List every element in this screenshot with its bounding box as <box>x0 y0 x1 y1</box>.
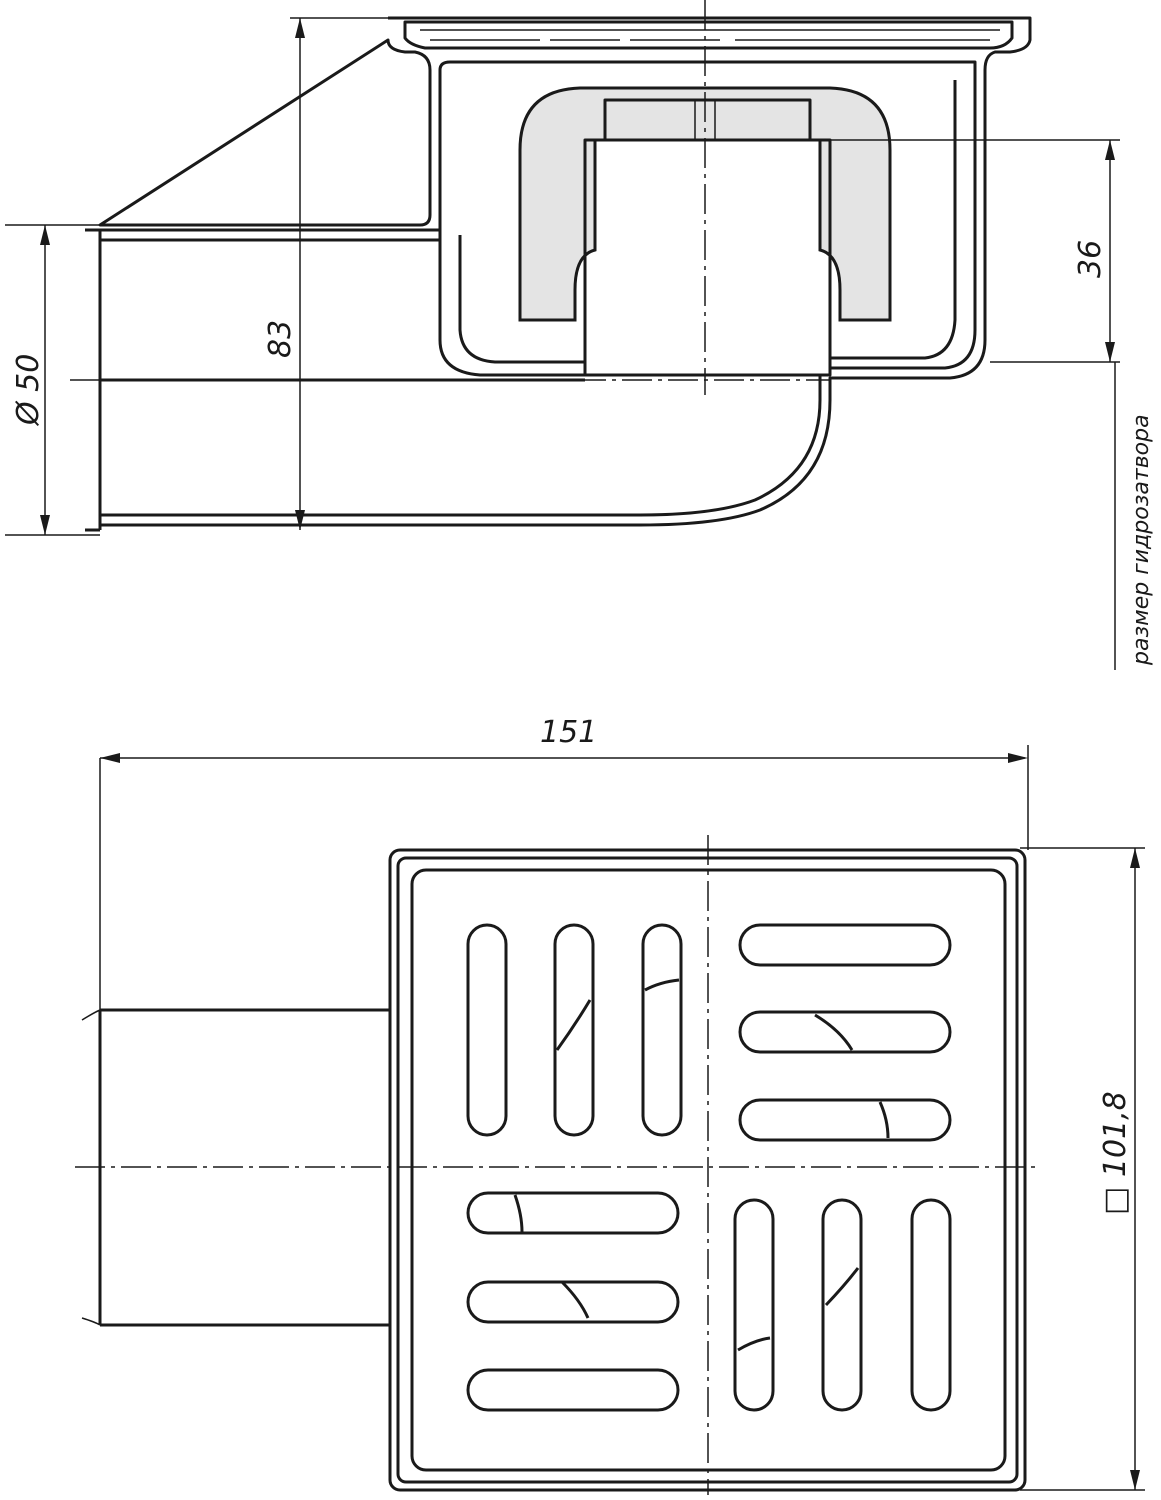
width-label: 151 <box>540 715 597 750</box>
seal-note: размер гидрозатвора <box>1129 414 1154 666</box>
top-view: 151 □ 101,8 <box>75 715 1145 1495</box>
square-label: □ 101,8 <box>1098 1091 1133 1215</box>
diameter-label: Ø 50 <box>11 354 46 427</box>
height-label: 83 <box>263 320 298 358</box>
side-view-section: Ø 50 83 36 размер гидрозатвора <box>5 0 1154 670</box>
grate-slots <box>466 923 952 1412</box>
seal-label: 36 <box>1073 240 1108 278</box>
